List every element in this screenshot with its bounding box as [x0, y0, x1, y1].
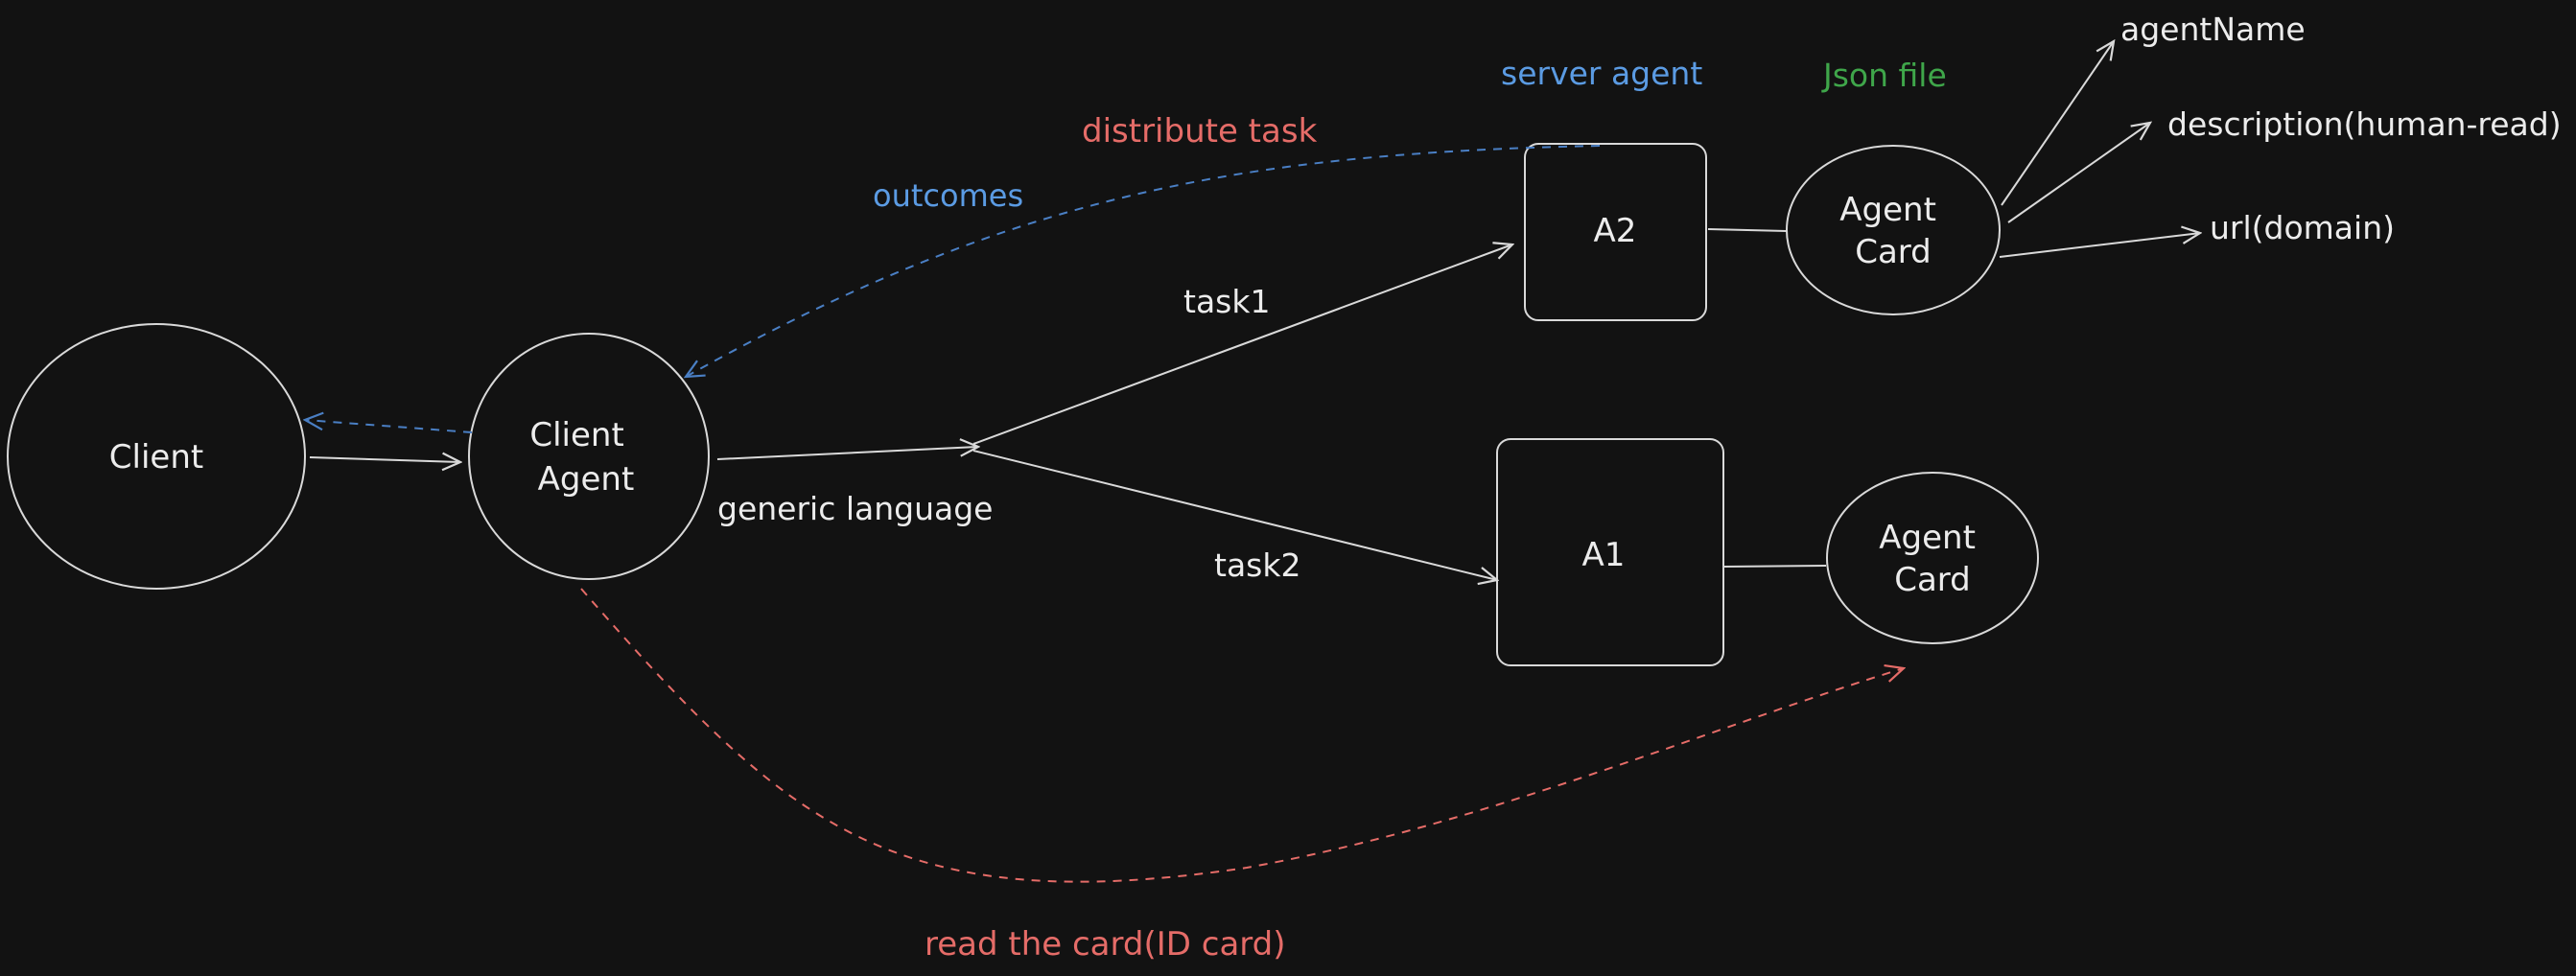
a1-card-connector	[1723, 565, 1827, 568]
task1-arrow	[972, 244, 1512, 445]
outcomes-dashed-arrow	[686, 145, 1601, 377]
agent-card-top-label: Agent Card	[1839, 191, 1946, 271]
agent-card-top-line2: Card	[1855, 233, 1932, 271]
distribute-task-label: distribute task	[1082, 112, 1318, 151]
task2-arrow	[972, 450, 1497, 580]
client-node: Client	[7, 323, 306, 590]
task2-label: task2	[1214, 546, 1300, 584]
client-to-agent-arrow	[309, 457, 460, 462]
client-agent-label-line1: Client	[529, 416, 623, 454]
read-the-card-label: read the card(ID card)	[925, 925, 1286, 964]
a1-label: A1	[1582, 536, 1626, 574]
a1-node: A1	[1496, 438, 1724, 666]
client-agent-label-line2: Agent	[538, 460, 635, 499]
task1-label: task1	[1183, 283, 1270, 320]
a2-label: A2	[1594, 212, 1637, 250]
agent-card-bottom-line2: Card	[1894, 561, 1971, 599]
outcomes-label: outcomes	[873, 177, 1023, 214]
agent-card-top-node: Agent Card	[1786, 145, 2001, 315]
url-field-label: url(domain)	[2210, 209, 2395, 246]
card-to-agentname-arrow	[2001, 41, 2114, 206]
description-field-label: description(human-read)	[2167, 105, 2562, 143]
card-to-description-arrow	[2007, 123, 2150, 223]
agent-card-bottom-label: Agent Card	[1879, 519, 1985, 599]
agent-to-fork-arrow	[716, 447, 978, 460]
server-agent-label: server agent	[1501, 55, 1702, 92]
a2-card-connector	[1707, 228, 1788, 232]
read-card-dashed-arrow	[580, 588, 1904, 883]
agent-to-client-dashed-arrow	[305, 420, 473, 433]
agent-name-field-label: agentName	[2120, 11, 2306, 48]
generic-language-label: generic language	[717, 490, 993, 527]
agent-card-top-line1: Agent	[1839, 191, 1936, 229]
agent-card-bottom-line1: Agent	[1879, 519, 1976, 557]
client-agent-label: Client Agent	[529, 416, 634, 499]
json-file-label: Json file	[1821, 57, 1947, 94]
client-agent-node: Client Agent	[468, 333, 710, 580]
client-label: Client	[109, 438, 203, 476]
a2-node: A2	[1524, 143, 1707, 321]
card-to-url-arrow	[1999, 233, 2200, 258]
agent-card-bottom-node: Agent Card	[1826, 472, 2039, 644]
